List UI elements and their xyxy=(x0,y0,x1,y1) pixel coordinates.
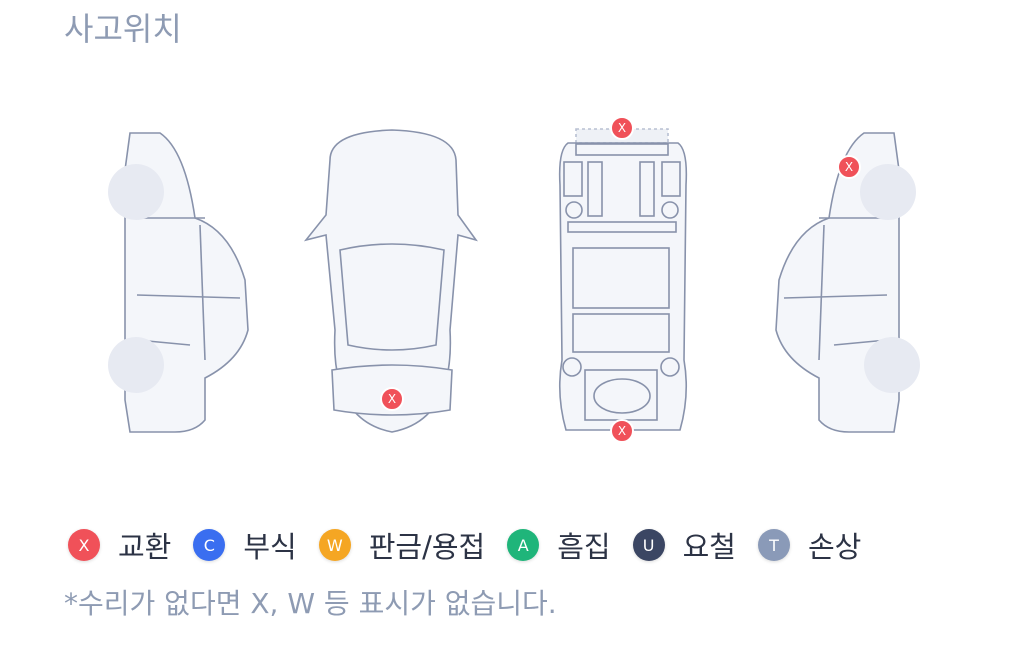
w-badge-icon: W xyxy=(318,529,351,561)
car-diagram: X X X X xyxy=(108,116,920,443)
legend-item-corrosion: C 부식 xyxy=(193,524,297,566)
legend-item-welding: W 판금/용접 xyxy=(318,524,486,566)
legend-label: 교환 xyxy=(118,530,172,564)
svg-text:X: X xyxy=(845,160,853,174)
legend-item-exchange: X 교환 xyxy=(68,524,171,566)
car-top[interactable] xyxy=(303,129,478,433)
legend-label: 부식 xyxy=(243,530,297,564)
legend-label: 판금/용접 xyxy=(368,530,486,564)
legend-label: 흠집 xyxy=(557,530,611,564)
svg-text:X: X xyxy=(388,392,396,406)
footnote: *수리가 없다면 X, W 등 표시가 없습니다. xyxy=(64,587,557,620)
damage-marker-x[interactable]: X xyxy=(380,387,404,411)
legend-label: 손상 xyxy=(808,530,862,564)
x-badge-icon: X xyxy=(68,529,100,561)
legend-item-damage: T 손상 xyxy=(758,524,861,566)
legend: X 교환 C 부식 W 판금/용접 A 흠집 U 요철 T 손상 xyxy=(68,524,883,566)
damage-marker-x[interactable]: X xyxy=(610,116,634,140)
a-badge-icon: A xyxy=(507,529,540,561)
u-badge-icon: U xyxy=(632,529,665,561)
car-left-side[interactable] xyxy=(108,132,249,433)
section-title: 사고위치 xyxy=(64,10,182,48)
legend-label: 요철 xyxy=(682,530,736,564)
car-right-side[interactable] xyxy=(775,132,920,433)
c-badge-icon: C xyxy=(193,529,226,561)
car-bottom[interactable] xyxy=(558,128,688,431)
damage-marker-x[interactable]: X xyxy=(837,155,861,179)
svg-text:X: X xyxy=(618,121,626,135)
legend-item-dent: U 요철 xyxy=(632,524,736,566)
legend-item-scratch: A 흠집 xyxy=(507,524,611,566)
damage-marker-x[interactable]: X xyxy=(610,419,634,443)
t-badge-icon: T xyxy=(758,529,790,561)
svg-text:X: X xyxy=(618,424,626,438)
